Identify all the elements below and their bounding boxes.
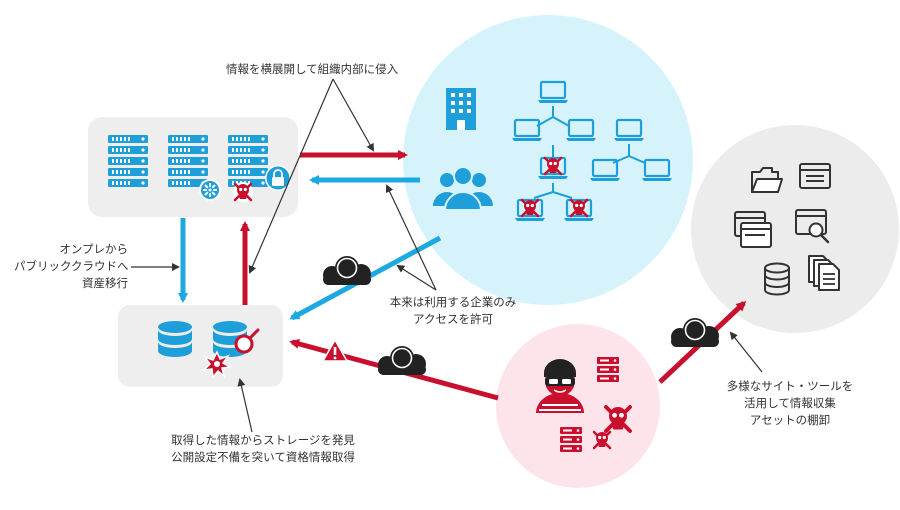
- authorized-access-label-line: アクセスを許可: [413, 312, 493, 326]
- server-rack-icon: [560, 427, 582, 452]
- recon-label-line: 活用して情報収集: [744, 396, 836, 410]
- storage-discovery-label: 取得した情報からストレージを発見 公開設定不備を突いて資格情報取得: [158, 432, 368, 466]
- onprem-box: [88, 117, 298, 217]
- warning-triangle-icon: [322, 339, 348, 362]
- magnifier-icon: [795, 209, 830, 244]
- documents-icon: [808, 255, 840, 291]
- folder-icon: [751, 167, 783, 193]
- skull-crossbones-icon: [592, 430, 612, 450]
- cloud-storage-box: [118, 305, 283, 387]
- storage-discovery-label-line: 取得した情報からストレージを発見: [171, 433, 355, 447]
- building-icon: [446, 88, 476, 130]
- skull-crossbones-icon: [543, 156, 563, 176]
- server-rack-icon: [168, 135, 208, 187]
- migration-label-line: パブリッククラウドへ: [14, 259, 129, 273]
- callout-line: [729, 331, 763, 373]
- lock-icon: [265, 165, 291, 191]
- recon-label-line: 多様なサイト・ツールを: [726, 379, 854, 393]
- migration-label-line: 資産移行: [82, 276, 128, 290]
- skull-crossbones-icon: [520, 198, 540, 218]
- recon-label: 多様なサイト・ツールを 活用して情報収集 アセットの棚卸: [710, 378, 870, 429]
- people-group-icon: [433, 166, 493, 211]
- migration-label-line: オンプレから: [59, 242, 128, 256]
- browser-window-icon: [734, 211, 772, 248]
- server-rack-icon: [108, 135, 148, 187]
- authorized-access-label-line: 本来は利用する企業のみ: [389, 295, 517, 309]
- cloud-icon: [377, 345, 427, 376]
- database-icon: [158, 321, 192, 357]
- cloud-icon: [670, 317, 720, 348]
- hacker-icon: [536, 359, 584, 413]
- magnifier-icon: [234, 328, 260, 354]
- database-icon: [764, 262, 790, 296]
- skull-crossbones-icon: [604, 405, 632, 433]
- recon-label-line: アセットの棚卸: [749, 413, 831, 427]
- migration-label: オンプレから パブリッククラウドへ 資産移行: [14, 241, 129, 292]
- callout-line: [396, 264, 437, 291]
- callout-line: [237, 378, 253, 433]
- callout-line: [248, 78, 334, 274]
- callout-line: [385, 184, 437, 291]
- browser-window-icon: [799, 163, 831, 189]
- lateral-movement-label: 情報を横展開して組織内部に侵入: [226, 62, 399, 76]
- callout-line: [332, 78, 374, 152]
- authorized-access-label: 本来は利用する企業のみ アクセスを許可: [378, 294, 528, 328]
- gear-icon: [199, 179, 221, 201]
- server-rack-icon: [228, 135, 268, 187]
- explosion-icon: [201, 350, 233, 379]
- storage-discovery-label-line: 公開設定不備を突いて資格情報取得: [171, 450, 355, 464]
- skull-crossbones-icon: [569, 198, 589, 218]
- skull-crossbones-icon: [233, 182, 253, 202]
- cloud-icon: [322, 255, 372, 286]
- server-rack-icon: [597, 357, 619, 382]
